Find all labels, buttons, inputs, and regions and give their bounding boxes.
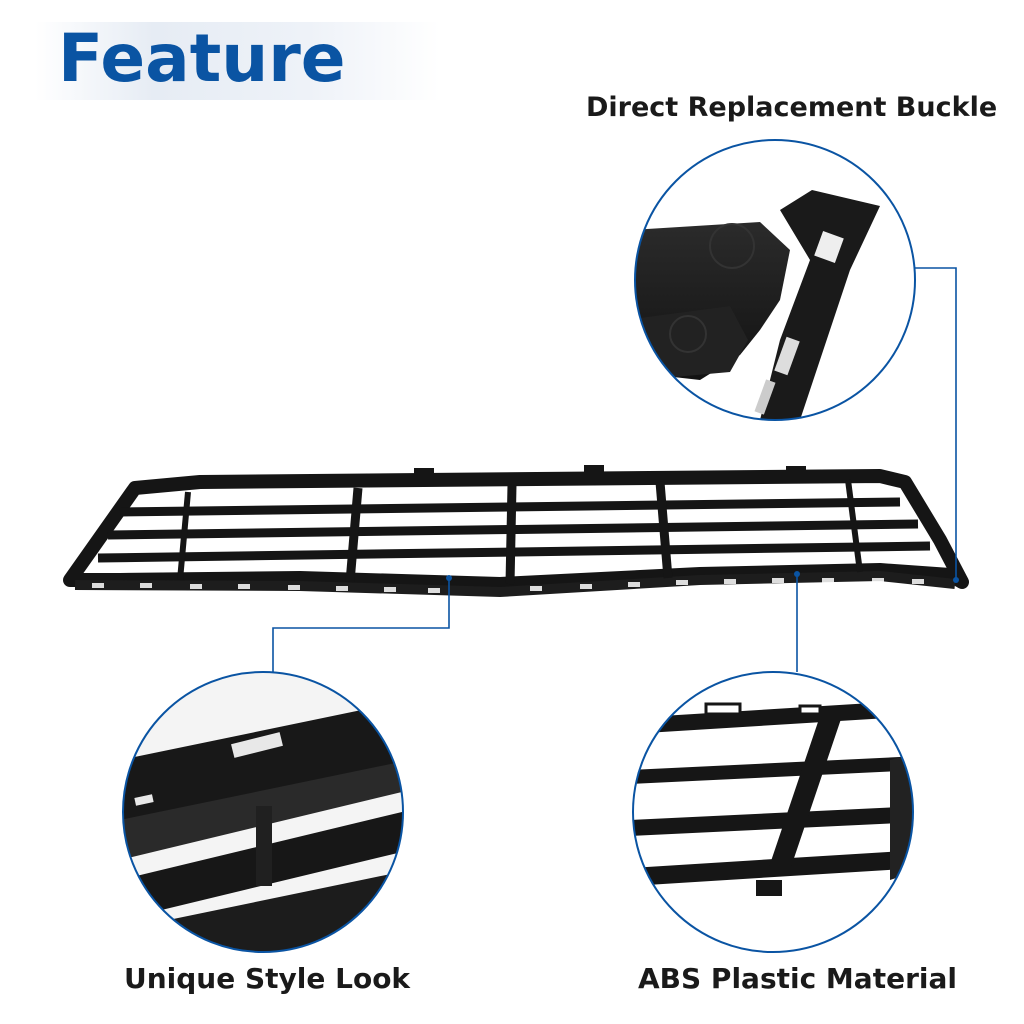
callout-label-buckle: Direct Replacement Buckle xyxy=(586,92,998,123)
callout-label-style: Unique Style Look xyxy=(124,962,411,995)
page-title: Feature xyxy=(58,20,346,97)
leader-dots xyxy=(446,571,959,583)
leader-lines xyxy=(272,267,957,672)
callout-label-material: ABS Plastic Material xyxy=(638,962,957,995)
zoom-circle-material xyxy=(632,671,914,953)
zoom-circle-buckle xyxy=(634,139,916,421)
bumper-grille xyxy=(63,465,969,598)
zoom-circle-style xyxy=(122,671,404,953)
title-background-band xyxy=(0,22,440,100)
